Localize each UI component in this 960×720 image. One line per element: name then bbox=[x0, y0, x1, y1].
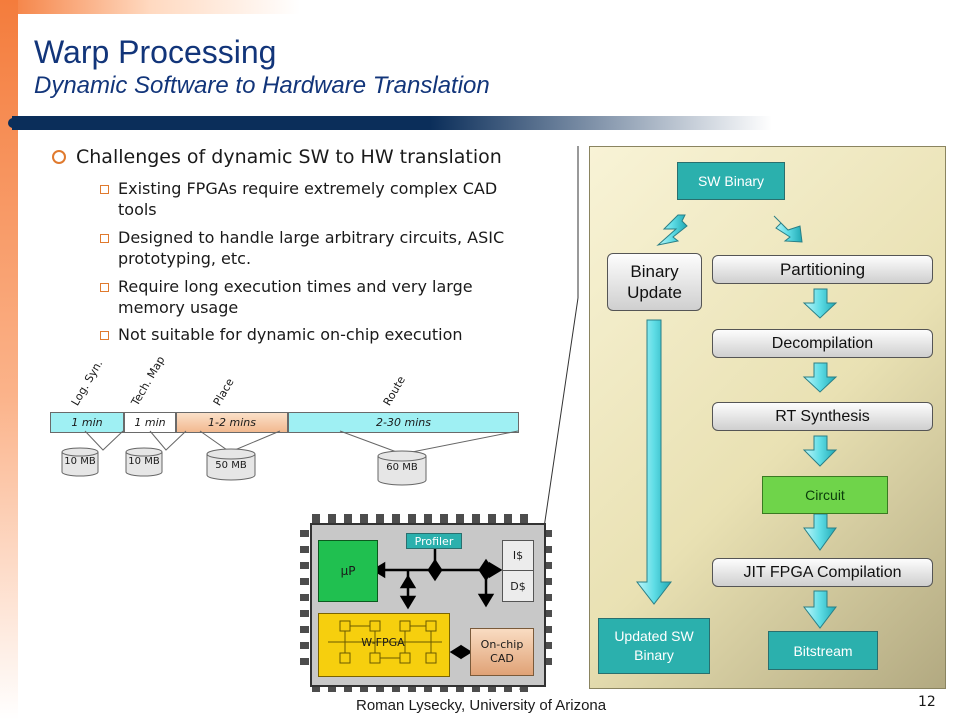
timeline-segment-log-syn: 1 min bbox=[50, 412, 124, 433]
arrow-to-decompilation bbox=[802, 288, 838, 319]
memory-cylinder-route bbox=[377, 456, 427, 486]
flow-arrows bbox=[635, 214, 838, 629]
wfpga-fabric-icon bbox=[328, 620, 442, 664]
microprocessor-block: µP bbox=[318, 540, 378, 602]
binary-update-box: Binary Update bbox=[607, 253, 702, 311]
arrow-to-bitstream bbox=[802, 590, 838, 629]
updated-sw-binary-box: Updated SW Binary bbox=[598, 618, 710, 674]
arrow-to-circuit bbox=[802, 435, 838, 467]
timeline-segment-tech-map: 1 min bbox=[124, 412, 176, 433]
memory-cylinder-top bbox=[125, 447, 163, 457]
arrow-to-jit bbox=[803, 513, 837, 551]
rt-synthesis-box: RT Synthesis bbox=[712, 402, 933, 431]
footer-author: Roman Lysecky, University of Arizona bbox=[356, 697, 607, 714]
profiler-block: Profiler bbox=[406, 533, 462, 549]
memory-cylinder-tech-map bbox=[125, 452, 163, 477]
chip-pins bbox=[300, 514, 552, 692]
header-accent-stripe bbox=[0, 0, 300, 14]
memory-label-place: 50 MB bbox=[215, 460, 247, 471]
sub-bullet-text: Designed to handle large arbitrary circu… bbox=[118, 228, 505, 268]
title-underline bbox=[12, 116, 772, 130]
slide-title: Warp Processing bbox=[34, 34, 277, 70]
memory-cylinder-place bbox=[206, 454, 256, 481]
sw-binary-box: SW Binary bbox=[677, 162, 785, 200]
slide-subtitle: Dynamic Software to Hardware Translation bbox=[34, 72, 490, 99]
title-underline-dot bbox=[8, 118, 18, 128]
memory-cylinder-top bbox=[206, 448, 256, 460]
memory-label-route: 60 MB bbox=[386, 462, 418, 473]
sub-bullet-square-icon bbox=[100, 234, 109, 243]
memory-cylinder-top bbox=[377, 450, 427, 462]
memory-cylinder-top bbox=[61, 447, 99, 457]
main-bullet-text: Challenges of dynamic SW to HW translati… bbox=[76, 146, 502, 168]
memory-connectors bbox=[61, 430, 519, 486]
partitioning-box: Partitioning bbox=[712, 255, 933, 284]
arrow-to-rt-synthesis bbox=[802, 362, 838, 393]
timeline-segment-place: 1-2 mins bbox=[176, 412, 288, 433]
instruction-cache-block: I$ bbox=[502, 540, 534, 571]
sub-bullet-text: Require long execution times and very la… bbox=[118, 277, 473, 317]
sub-bullet-square-icon bbox=[100, 331, 109, 340]
jit-compilation-box: JIT FPGA Compilation bbox=[712, 558, 933, 587]
side-accent-stripe bbox=[0, 0, 18, 720]
memory-cylinder-log-syn bbox=[61, 452, 99, 477]
bullet-circle-icon bbox=[52, 150, 66, 164]
bitstream-box: Bitstream bbox=[768, 631, 878, 670]
sub-bullet-text: Existing FPGAs require extremely complex… bbox=[118, 179, 498, 219]
sub-bullet-square-icon bbox=[100, 283, 109, 292]
data-cache-block: D$ bbox=[502, 570, 534, 602]
page-number: 12 bbox=[918, 694, 936, 710]
memory-label-log-syn: 10 MB bbox=[64, 456, 96, 467]
chip-interconnect bbox=[371, 549, 503, 660]
arrow-to-updated-binary bbox=[635, 319, 673, 605]
sub-bullet-square-icon bbox=[100, 185, 109, 194]
memory-label-tech-map: 10 MB bbox=[128, 456, 160, 467]
wfpga-label: W-FPGA bbox=[361, 636, 405, 649]
connector-log-syn bbox=[84, 430, 124, 451]
connector-tech-map bbox=[149, 430, 187, 451]
circuit-box: Circuit bbox=[762, 476, 888, 514]
onchip-cad-block: On-chip CAD bbox=[470, 628, 534, 676]
arrow-to-partitioning bbox=[773, 215, 803, 243]
decompilation-box: Decompilation bbox=[712, 329, 933, 358]
sub-bullet-text: Not suitable for dynamic on-chip executi… bbox=[118, 325, 463, 344]
arrow-to-binary-update bbox=[656, 214, 688, 246]
timeline-segment-route: 2-30 mins bbox=[288, 412, 519, 433]
